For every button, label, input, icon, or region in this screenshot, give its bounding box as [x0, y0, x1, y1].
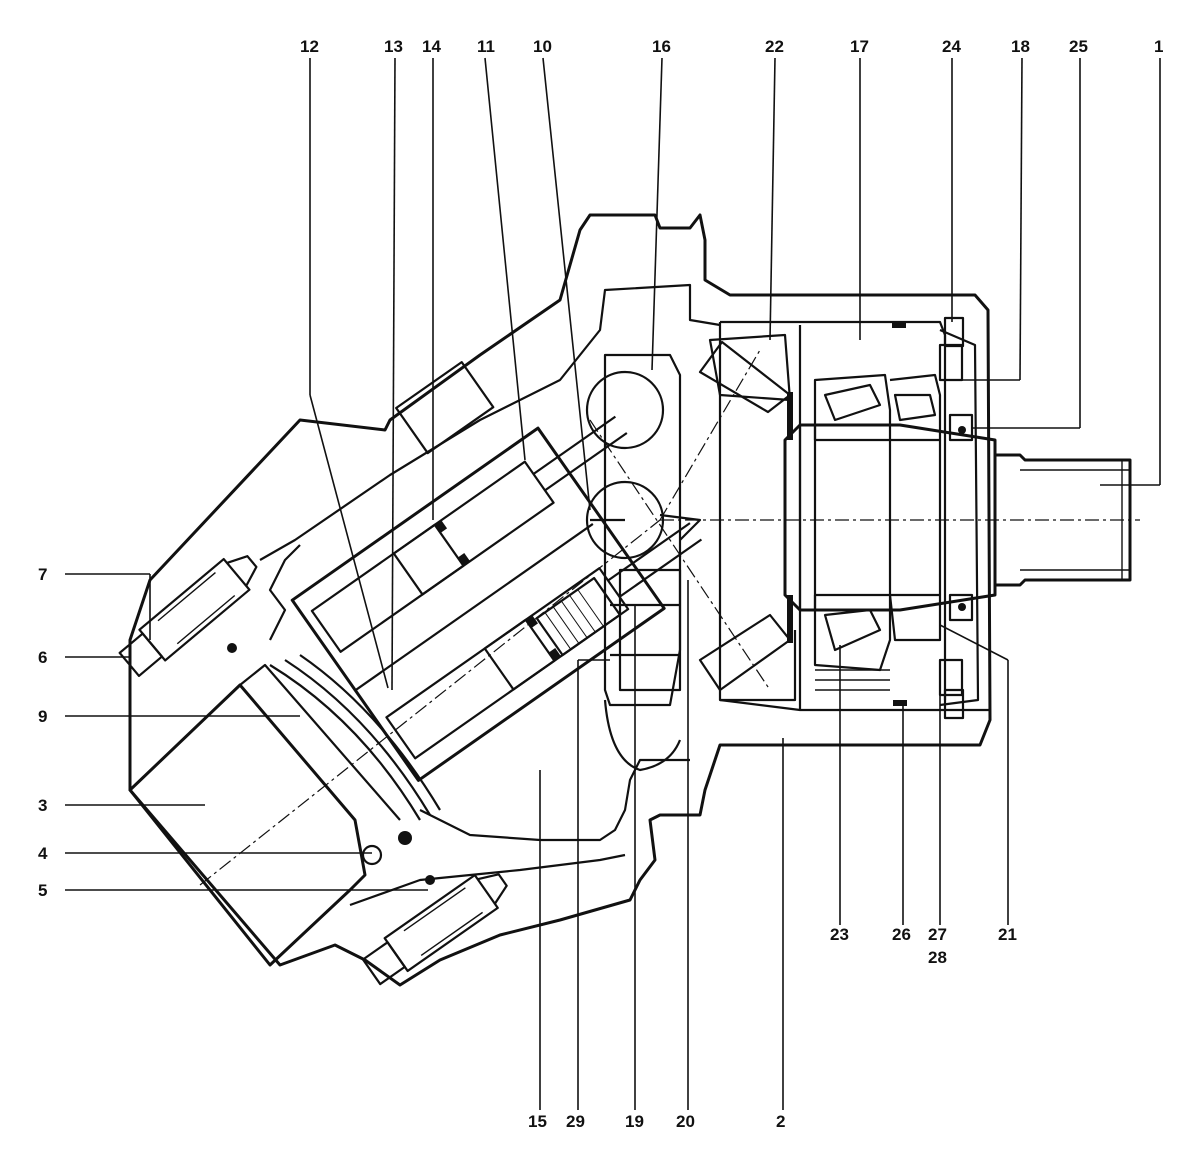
label-29: 29: [566, 1112, 585, 1131]
label-7: 7: [38, 565, 47, 584]
label-19: 19: [625, 1112, 644, 1131]
shaft-assembly: [698, 316, 1132, 720]
label-26: 26: [892, 925, 911, 944]
label-25: 25: [1069, 37, 1088, 56]
label-22: 22: [765, 37, 784, 56]
part-labels: 12 13 14 11 10 16 22 17 24 18 25 1 7 6 9…: [38, 37, 1163, 1131]
housing-outline: [128, 213, 992, 987]
label-14: 14: [422, 37, 441, 56]
label-24: 24: [942, 37, 961, 56]
label-16: 16: [652, 37, 671, 56]
label-12: 12: [300, 37, 319, 56]
label-15: 15: [528, 1112, 547, 1131]
label-2: 2: [776, 1112, 785, 1131]
label-28: 28: [928, 948, 947, 967]
end-cap: [118, 361, 508, 986]
label-20: 20: [676, 1112, 695, 1131]
label-18: 18: [1011, 37, 1030, 56]
label-11: 11: [477, 37, 495, 56]
label-23: 23: [830, 925, 849, 944]
drive-flange: [585, 353, 702, 772]
leader-lines: [65, 57, 1161, 1110]
cylinder-block: [290, 415, 703, 782]
label-3: 3: [38, 796, 47, 815]
label-5: 5: [38, 881, 47, 900]
label-27: 27: [928, 925, 947, 944]
label-10: 10: [533, 37, 552, 56]
label-21: 21: [998, 925, 1017, 944]
label-1: 1: [1154, 37, 1163, 56]
label-4: 4: [38, 844, 48, 863]
label-13: 13: [384, 37, 403, 56]
label-17: 17: [850, 37, 869, 56]
label-9: 9: [38, 707, 47, 726]
center-lines: [199, 349, 1140, 886]
label-6: 6: [38, 648, 47, 667]
